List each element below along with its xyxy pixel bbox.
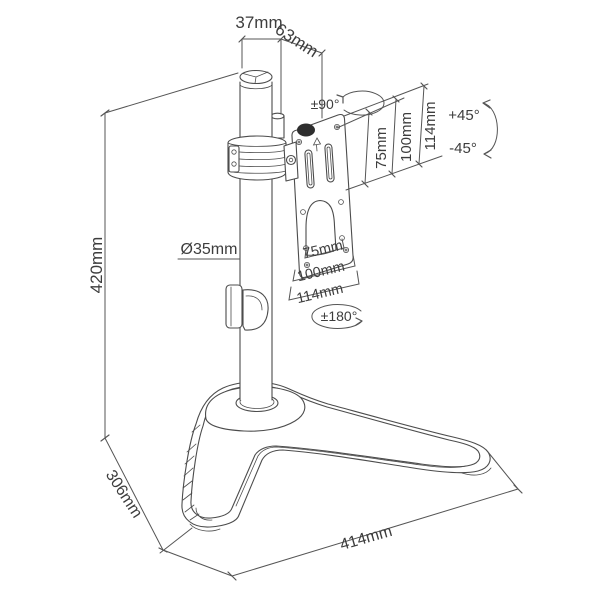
- dimension-labels: 37mm 63mm ±90° 75mm 100mm 114mm +45° -45…: [87, 13, 480, 554]
- label-pole-top-width: 37mm: [235, 13, 282, 32]
- base-left-tip-edge: [189, 523, 221, 532]
- tension-screw: [270, 112, 285, 139]
- pole-cap-rim: [239, 84, 273, 90]
- pole-body: [240, 80, 272, 400]
- label-base-width: 414mm: [338, 523, 394, 554]
- label-pole-diameter: Ø35mm: [181, 241, 238, 258]
- base-hatching: [182, 424, 201, 521]
- label-vesa-vertical-75: 75mm: [373, 127, 390, 169]
- tilt-hinge: [283, 141, 299, 182]
- label-tilt-up: +45°: [448, 107, 479, 124]
- rotation-arc: [311, 304, 363, 329]
- base-right-tip-edge: [461, 467, 492, 476]
- swivel-arc: [342, 90, 385, 116]
- label-vesa-vertical-114: 114mm: [422, 102, 439, 151]
- pole: [225, 69, 287, 401]
- label-swivel-range: ±90°: [311, 96, 340, 112]
- clamp-collar: [227, 135, 287, 181]
- label-rotation-range: ±180°: [321, 308, 358, 324]
- base-groove-line: [235, 446, 467, 507]
- pole-cap-facets: [242, 71, 269, 84]
- base-groove-left: [195, 507, 213, 521]
- label-base-depth: 306mm: [102, 467, 145, 521]
- tilt-arc: [482, 102, 498, 155]
- vesa-mount: [283, 113, 354, 279]
- label-tilt-down: -45°: [449, 140, 477, 157]
- base-platform: [205, 386, 306, 432]
- label-vesa-horizontal-114: 114mm: [295, 281, 345, 307]
- label-stand-height: 420mm: [87, 237, 106, 294]
- vesa-arrow-cutout: [312, 137, 322, 152]
- vesa-arch-cutout: [305, 199, 337, 256]
- vesa-slots: [304, 143, 335, 189]
- base: [181, 381, 492, 532]
- cable-clip: [225, 284, 269, 331]
- tilt-knob: [297, 123, 315, 137]
- label-vesa-vertical-100: 100mm: [398, 112, 415, 162]
- dimension-lines: [100, 35, 523, 581]
